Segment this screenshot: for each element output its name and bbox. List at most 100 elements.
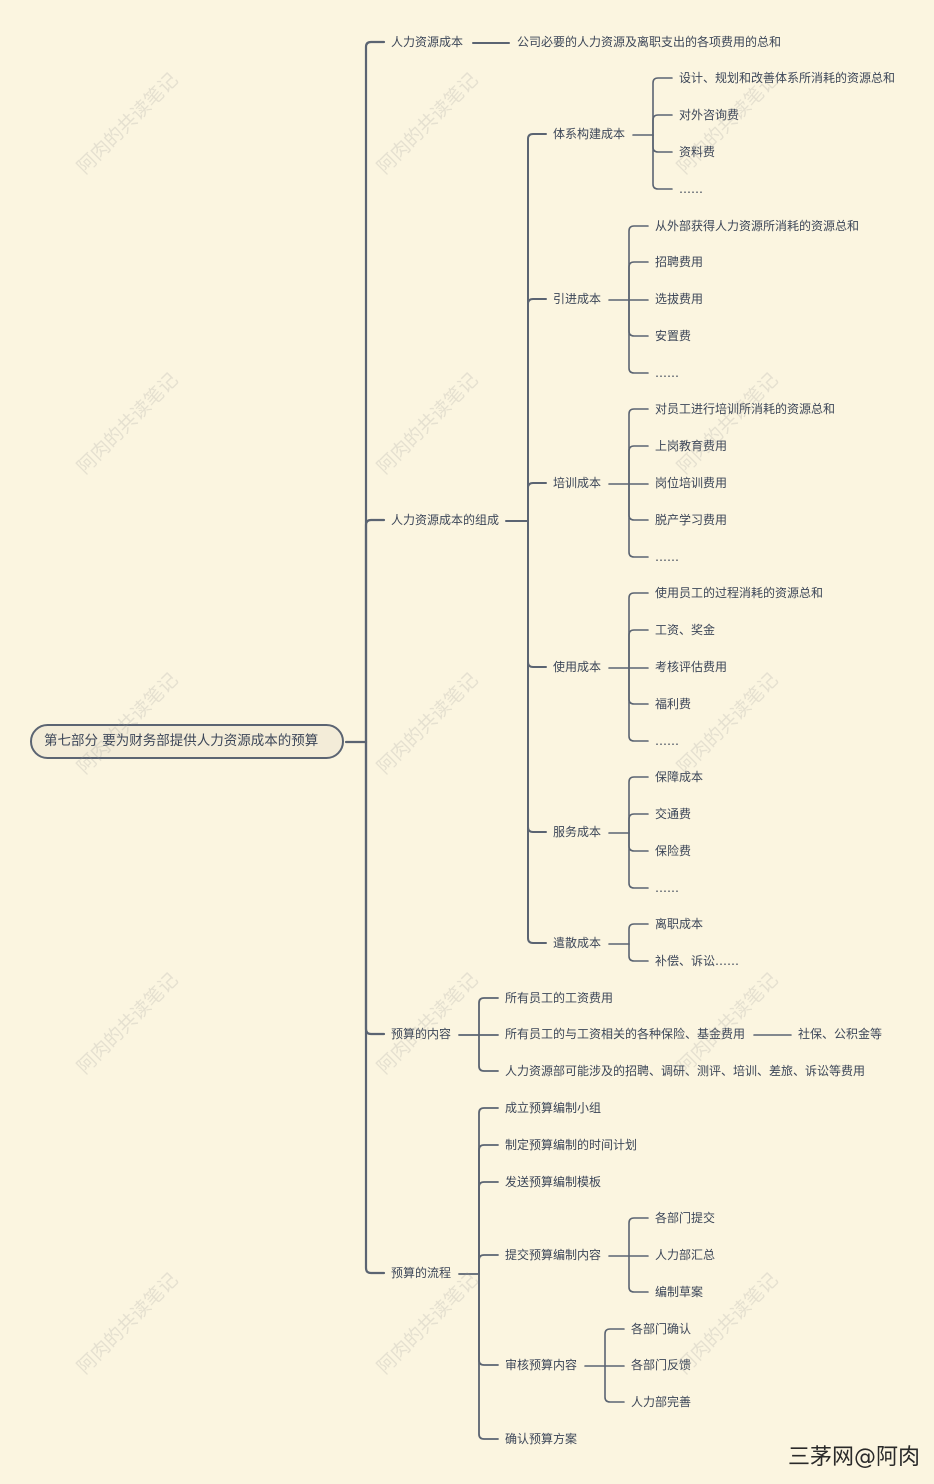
node-us-2[interactable]: 工资、奖金 (655, 623, 716, 637)
node-sv-1[interactable]: 保障成本 (655, 770, 704, 784)
node-system-build[interactable]: 体系构建成本 (553, 127, 626, 141)
node-service[interactable]: 服务成本 (553, 825, 602, 839)
node-composition[interactable]: 人力资源成本的组成 (391, 513, 500, 527)
node-bf-4a[interactable]: 各部门提交 (655, 1211, 716, 1225)
budget-flow-connector-branch-1 (478, 1144, 499, 1275)
service-connector-branch-3 (628, 832, 649, 889)
composition-connector-branch-3 (527, 520, 547, 668)
node-bc-2[interactable]: 所有员工的与工资相关的各种保险、基金费用 (505, 1027, 746, 1041)
node-sv-4[interactable]: …… (655, 881, 679, 895)
usage-connector-branch-0 (628, 592, 649, 669)
node-usage[interactable]: 使用成本 (553, 660, 602, 674)
budget-flow-connector-branch-5 (478, 1273, 499, 1440)
budget-content-connector-branch-2 (478, 1034, 499, 1072)
budget-flow-connector-branch-3 (478, 1254, 499, 1275)
budget-content-connector-branch-0 (478, 997, 499, 1036)
training-connector-branch-4 (628, 483, 649, 558)
node-bf-4b[interactable]: 人力部汇总 (655, 1248, 716, 1262)
node-in-5[interactable]: …… (655, 366, 679, 380)
node-bc-2a[interactable]: 社保、公积金等 (798, 1027, 883, 1041)
root-connector-branch-3 (364, 740, 386, 1275)
review-connector-branch-0 (604, 1328, 625, 1367)
node-bf-3[interactable]: 发送预算编制模板 (505, 1175, 602, 1189)
system-build-connector-branch-2 (652, 134, 673, 153)
training-connector-branch-1 (628, 445, 649, 485)
node-sb-3[interactable]: 资料费 (679, 145, 716, 159)
submit-connector-branch-2 (628, 1255, 649, 1293)
node-tr-4[interactable]: 脱产学习费用 (655, 513, 728, 527)
composition-connector-branch-0 (527, 133, 547, 522)
node-in-1[interactable]: 从外部获得人力资源所消耗的资源总和 (655, 219, 860, 233)
training-connector-branch-3 (628, 483, 649, 521)
node-bf-5b[interactable]: 各部门反馈 (631, 1358, 692, 1372)
node-bc-3[interactable]: 人力资源部可能涉及的招聘、调研、测评、培训、差旅、诉讼等费用 (505, 1064, 866, 1078)
composition-connector-branch-2 (527, 482, 547, 522)
node-hr-cost[interactable]: 人力资源成本 (391, 35, 464, 49)
node-in-4[interactable]: 安置费 (655, 329, 692, 343)
node-tr-2[interactable]: 上岗教育费用 (655, 439, 728, 453)
submit-connector-branch-0 (628, 1217, 649, 1257)
system-build-connector-branch-0 (652, 77, 673, 136)
root-connector-branch-2 (364, 740, 386, 1036)
composition-connector-branch-5 (527, 520, 547, 944)
intro-connector-branch-3 (628, 299, 649, 337)
node-training[interactable]: 培训成本 (553, 476, 602, 490)
node-sv-3[interactable]: 保险费 (655, 844, 692, 858)
composition-connector-branch-4 (527, 520, 547, 833)
node-us-1[interactable]: 使用员工的过程消耗的资源总和 (655, 586, 824, 600)
node-bf-4c[interactable]: 编制草案 (655, 1285, 704, 1299)
budget-flow-connector-branch-0 (478, 1107, 499, 1275)
node-tr-5[interactable]: …… (655, 550, 679, 564)
node-ds-2[interactable]: 补偿、诉讼…… (655, 954, 740, 968)
node-bc-1[interactable]: 所有员工的工资费用 (505, 991, 614, 1005)
node-us-5[interactable]: …… (655, 734, 679, 748)
node-in-2[interactable]: 招聘费用 (655, 255, 704, 269)
footer-credit: 三茅网@阿肉 (788, 1445, 921, 1470)
node-bf-5c[interactable]: 人力部完善 (631, 1395, 692, 1409)
node-sv-2[interactable]: 交通费 (655, 807, 692, 821)
node-in-3[interactable]: 选拔费用 (655, 292, 704, 306)
usage-connector-branch-1 (628, 629, 649, 669)
training-connector-branch-0 (628, 408, 649, 485)
service-connector-branch-1 (628, 813, 649, 834)
node-bf-1[interactable]: 成立预算编制小组 (505, 1101, 602, 1115)
dismiss-connector-branch-1 (628, 943, 649, 962)
root-node-label: 第七部分 要为财务部提供人力资源成本的预算 (44, 733, 319, 749)
node-intro[interactable]: 引进成本 (553, 292, 602, 306)
root-connector-branch-1 (364, 518, 386, 744)
node-tr-1[interactable]: 对员工进行培训所消耗的资源总和 (655, 402, 836, 416)
budget-flow-connector-branch-4 (478, 1273, 499, 1366)
node-bf-2[interactable]: 制定预算编制的时间计划 (505, 1138, 638, 1152)
node-bf-5[interactable]: 审核预算内容 (505, 1358, 578, 1372)
node-bf-4[interactable]: 提交预算编制内容 (505, 1248, 602, 1262)
node-bf-6[interactable]: 确认预算方案 (505, 1432, 578, 1446)
system-build-connector-branch-1 (652, 114, 673, 136)
budget-flow-connector-branch-2 (478, 1181, 499, 1275)
node-us-3[interactable]: 考核评估费用 (655, 660, 728, 674)
node-us-4[interactable]: 福利费 (655, 697, 692, 711)
node-budget-flow[interactable]: 预算的流程 (391, 1266, 452, 1280)
root-node[interactable] (30, 724, 344, 759)
node-sb-1[interactable]: 设计、规划和改善体系所消耗的资源总和 (679, 71, 896, 85)
usage-connector-branch-3 (628, 667, 649, 705)
system-build-connector-branch-3 (652, 134, 673, 190)
intro-connector-branch-4 (628, 299, 649, 374)
node-bf-5a[interactable]: 各部门确认 (631, 1322, 692, 1336)
usage-connector-branch-4 (628, 667, 649, 742)
node-hr-cost-def[interactable]: 公司必要的人力资源及离职支出的各项费用的总和 (517, 35, 782, 49)
service-connector-branch-2 (628, 832, 649, 852)
service-connector-branch-0 (628, 776, 649, 834)
composition-connector-branch-1 (527, 298, 547, 522)
intro-connector-branch-1 (628, 261, 649, 301)
node-dismiss[interactable]: 遣散成本 (553, 936, 602, 950)
node-sb-4[interactable]: …… (679, 182, 703, 196)
node-sb-2[interactable]: 对外咨询费 (679, 108, 740, 122)
intro-connector-branch-0 (628, 225, 649, 301)
review-connector-branch-2 (604, 1365, 625, 1403)
node-tr-3[interactable]: 岗位培训费用 (655, 476, 728, 490)
dismiss-connector-branch-0 (628, 923, 649, 945)
node-budget-content[interactable]: 预算的内容 (391, 1027, 452, 1041)
node-ds-1[interactable]: 离职成本 (655, 917, 704, 931)
root-connector-branch-0 (364, 40, 386, 744)
